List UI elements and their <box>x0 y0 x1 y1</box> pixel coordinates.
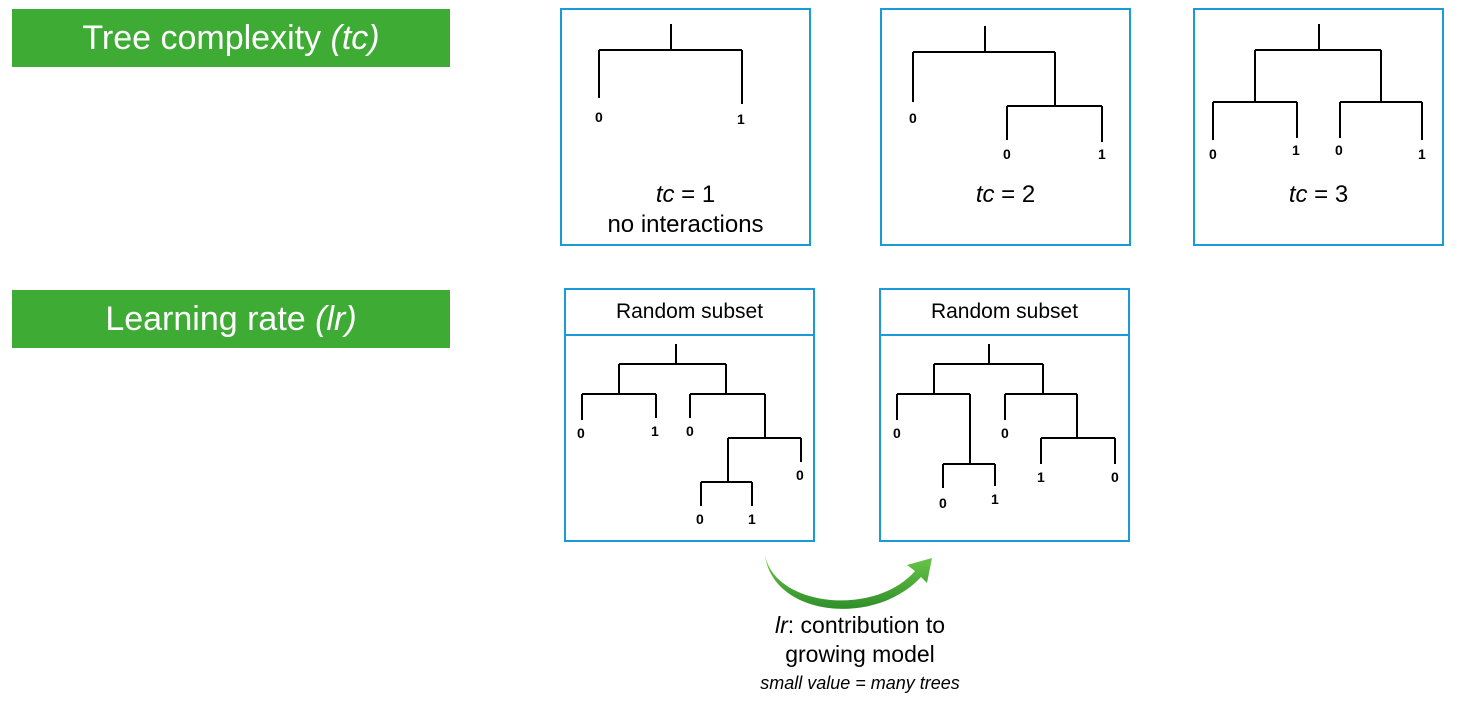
tc-symbol: tc <box>1288 181 1308 208</box>
leaf-label: 1 <box>991 491 999 507</box>
lr-note-line3: small value = many trees <box>760 673 960 693</box>
tc3-tree-diagram: 0 1 0 1 <box>1209 24 1426 162</box>
lr1-panel: Random subset 0 1 0 0 0 1 <box>564 288 815 542</box>
tc3-panel: 0 1 0 1 tc = 3 <box>1193 8 1444 246</box>
leaf-label: 0 <box>686 423 694 439</box>
leaf-label: 0 <box>909 110 917 126</box>
learning-rate-abbrev: (lr) <box>315 299 357 338</box>
tc2-tree-diagram: 0 0 1 <box>909 26 1106 162</box>
leaf-label: 0 <box>577 425 585 441</box>
leaf-label: 0 <box>595 109 603 125</box>
lr2-header: Random subset <box>881 290 1128 336</box>
tc1-subtitle: no interactions <box>607 211 764 238</box>
tc-symbol: tc <box>655 181 675 208</box>
tc-value: = 3 <box>1314 181 1349 208</box>
tree-complexity-abbrev: (tc) <box>330 18 380 57</box>
curved-arrow-icon <box>765 555 932 609</box>
tc-value: = 2 <box>1001 181 1036 208</box>
tc2-panel: 0 0 1 tc = 2 <box>880 8 1131 246</box>
tc-value: = 1 <box>681 181 716 208</box>
lr-note-line2: growing model <box>785 641 935 667</box>
tc-symbol: tc <box>975 181 995 208</box>
leaf-label: 0 <box>1209 146 1217 162</box>
tc1-caption: tc = 1 no interactions <box>562 180 809 240</box>
tree-complexity-banner: Tree complexity (tc) <box>12 9 450 67</box>
lr-symbol: lr <box>774 612 788 638</box>
leaf-label: 1 <box>1098 146 1106 162</box>
leaf-label: 0 <box>696 511 704 527</box>
leaf-label: 0 <box>1111 469 1119 485</box>
leaf-label: 0 <box>1335 142 1343 158</box>
lr1-tree-diagram: 0 1 0 0 0 1 <box>577 344 804 527</box>
tc3-caption: tc = 3 <box>1195 180 1442 210</box>
lr-note-line1: : contribution to <box>787 612 946 638</box>
lr2-panel: Random subset 0 0 0 1 1 0 <box>879 288 1130 542</box>
lr1-header: Random subset <box>566 290 813 336</box>
leaf-label: 1 <box>651 423 659 439</box>
learning-rate-label: Learning rate <box>105 299 306 338</box>
leaf-label: 1 <box>737 111 745 127</box>
learning-rate-banner: Learning rate (lr) <box>12 290 450 348</box>
lr2-tree-diagram: 0 0 0 1 1 0 <box>893 344 1119 511</box>
tc1-tree-diagram: 0 1 <box>595 24 745 127</box>
leaf-label: 0 <box>1003 146 1011 162</box>
leaf-label: 0 <box>796 467 804 483</box>
leaf-label: 0 <box>939 495 947 511</box>
leaf-label: 1 <box>748 511 756 527</box>
tc2-caption: tc = 2 <box>882 180 1129 210</box>
lr-note: lr: contribution to growing model small … <box>700 611 1020 698</box>
tc1-panel: 0 1 tc = 1 no interactions <box>560 8 811 246</box>
leaf-label: 0 <box>1001 425 1009 441</box>
tree-complexity-label: Tree complexity <box>82 18 322 57</box>
leaf-label: 1 <box>1418 146 1426 162</box>
arrow-body <box>765 555 932 609</box>
leaf-label: 0 <box>893 425 901 441</box>
leaf-label: 1 <box>1037 469 1045 485</box>
leaf-label: 1 <box>1292 142 1300 158</box>
